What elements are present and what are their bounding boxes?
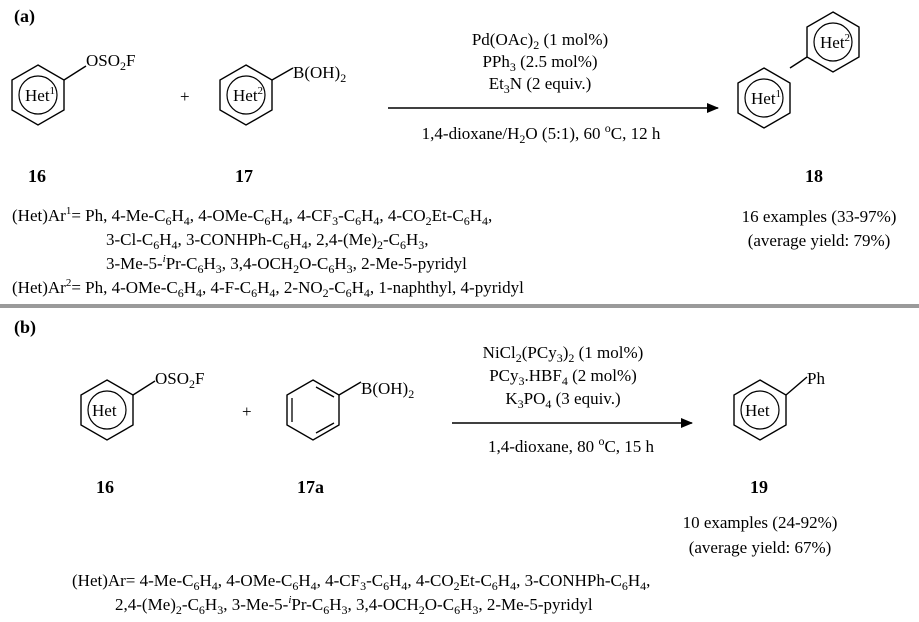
panel-divider bbox=[0, 304, 919, 308]
scope-a-line2: 3-Cl-C6H4, 3-CONHPh-C6H4, 2,4-(Me)2-C6H3… bbox=[106, 230, 429, 252]
compound-17-number: 17 bbox=[235, 166, 253, 186]
conditions-a-ligand: PPh3 (2.5 mol%) bbox=[482, 52, 597, 74]
product-het2-label: Het2 bbox=[820, 32, 850, 52]
conditions-a-catalyst: Pd(OAc)2 (1 mol%) bbox=[472, 30, 608, 52]
boronic-acid-substituent-b: B(OH)2 bbox=[361, 379, 414, 401]
conditions-b-catalyst: NiCl2(PCy3)2 (1 mol%) bbox=[483, 343, 644, 365]
het2-ring-label: Het2 bbox=[233, 85, 263, 105]
phenyl-substituent: Ph bbox=[807, 369, 825, 388]
boronic-acid-substituent: B(OH)2 bbox=[293, 63, 346, 85]
panel-a-letter: a bbox=[20, 6, 29, 26]
product-het-label: Het bbox=[745, 401, 770, 420]
compound-16b-number: 16 bbox=[96, 477, 114, 497]
reactant-17-structure: Het2 B(OH)2 bbox=[219, 63, 346, 126]
het1-ring-label: Het1 bbox=[25, 85, 55, 105]
scope-b-line2: 2,4-(Me)2-C6H3, 3-Me-5-iPr-C6H3, 3,4-OCH… bbox=[115, 594, 593, 617]
scope-a: (Het)Ar1= Ph, 4-Me-C6H4, 4-OMe-C6H4, 4-C… bbox=[12, 205, 524, 300]
scope-b: (Het)Ar= 4-Me-C6H4, 4-OMe-C6H4, 4-CF3-C6… bbox=[72, 571, 650, 617]
conditions-a-base: Et3N (2 equiv.) bbox=[489, 74, 592, 96]
product-19-structure: Het Ph bbox=[733, 369, 825, 441]
average-yield-b: (average yield: 67%) bbox=[689, 538, 832, 557]
scope-a-line4: (Het)Ar2= Ph, 4-OMe-C6H4, 4-F-C6H4, 2-NO… bbox=[12, 277, 524, 300]
reactant-16b-structure: Het OSO2F bbox=[80, 369, 204, 441]
plus-sign-b: + bbox=[242, 402, 252, 421]
average-yield-a: (average yield: 79%) bbox=[748, 231, 891, 250]
het-ring-label-b: Het bbox=[92, 401, 117, 420]
conditions-b-ligand: PCy3.HBF4 (2 mol%) bbox=[489, 366, 637, 388]
panel-b-letter: b bbox=[20, 317, 30, 337]
oso2f-substituent: OSO2F bbox=[86, 51, 135, 73]
product-18-structure: Het2 Het1 bbox=[737, 11, 860, 129]
examples-b: 10 examples (24-92%) bbox=[683, 513, 838, 532]
conditions-b-base: K3PO4 (3 equiv.) bbox=[505, 389, 620, 411]
scope-b-line1: (Het)Ar= 4-Me-C6H4, 4-OMe-C6H4, 4-CF3-C6… bbox=[72, 571, 650, 593]
compound-19-number: 19 bbox=[750, 477, 768, 497]
reactant-16-structure: Het1 OSO2F bbox=[11, 51, 135, 126]
examples-a: 16 examples (33-97%) bbox=[742, 207, 897, 226]
compound-18-number: 18 bbox=[805, 166, 823, 186]
conditions-a-solvent: 1,4-dioxane/H2O (5:1), 60 oC, 12 h bbox=[422, 121, 661, 146]
scope-a-line1: (Het)Ar1= Ph, 4-Me-C6H4, 4-OMe-C6H4, 4-C… bbox=[12, 205, 492, 228]
conditions-b-solvent: 1,4-dioxane, 80 oC, 15 h bbox=[488, 434, 655, 456]
compound-16-number: 16 bbox=[28, 166, 46, 186]
panel-b-label: (b) bbox=[14, 317, 36, 338]
panel-a-label: (a) bbox=[14, 6, 35, 27]
plus-sign-a: + bbox=[180, 87, 190, 106]
oso2f-substituent-b: OSO2F bbox=[155, 369, 204, 391]
scope-a-line3: 3-Me-5-iPr-C6H3, 3,4-OCH2O-C6H3, 2-Me-5-… bbox=[106, 253, 467, 276]
compound-17a-number: 17a bbox=[297, 477, 324, 497]
product-het1-label: Het1 bbox=[751, 88, 781, 108]
reactant-17a-structure: B(OH)2 bbox=[286, 379, 414, 441]
